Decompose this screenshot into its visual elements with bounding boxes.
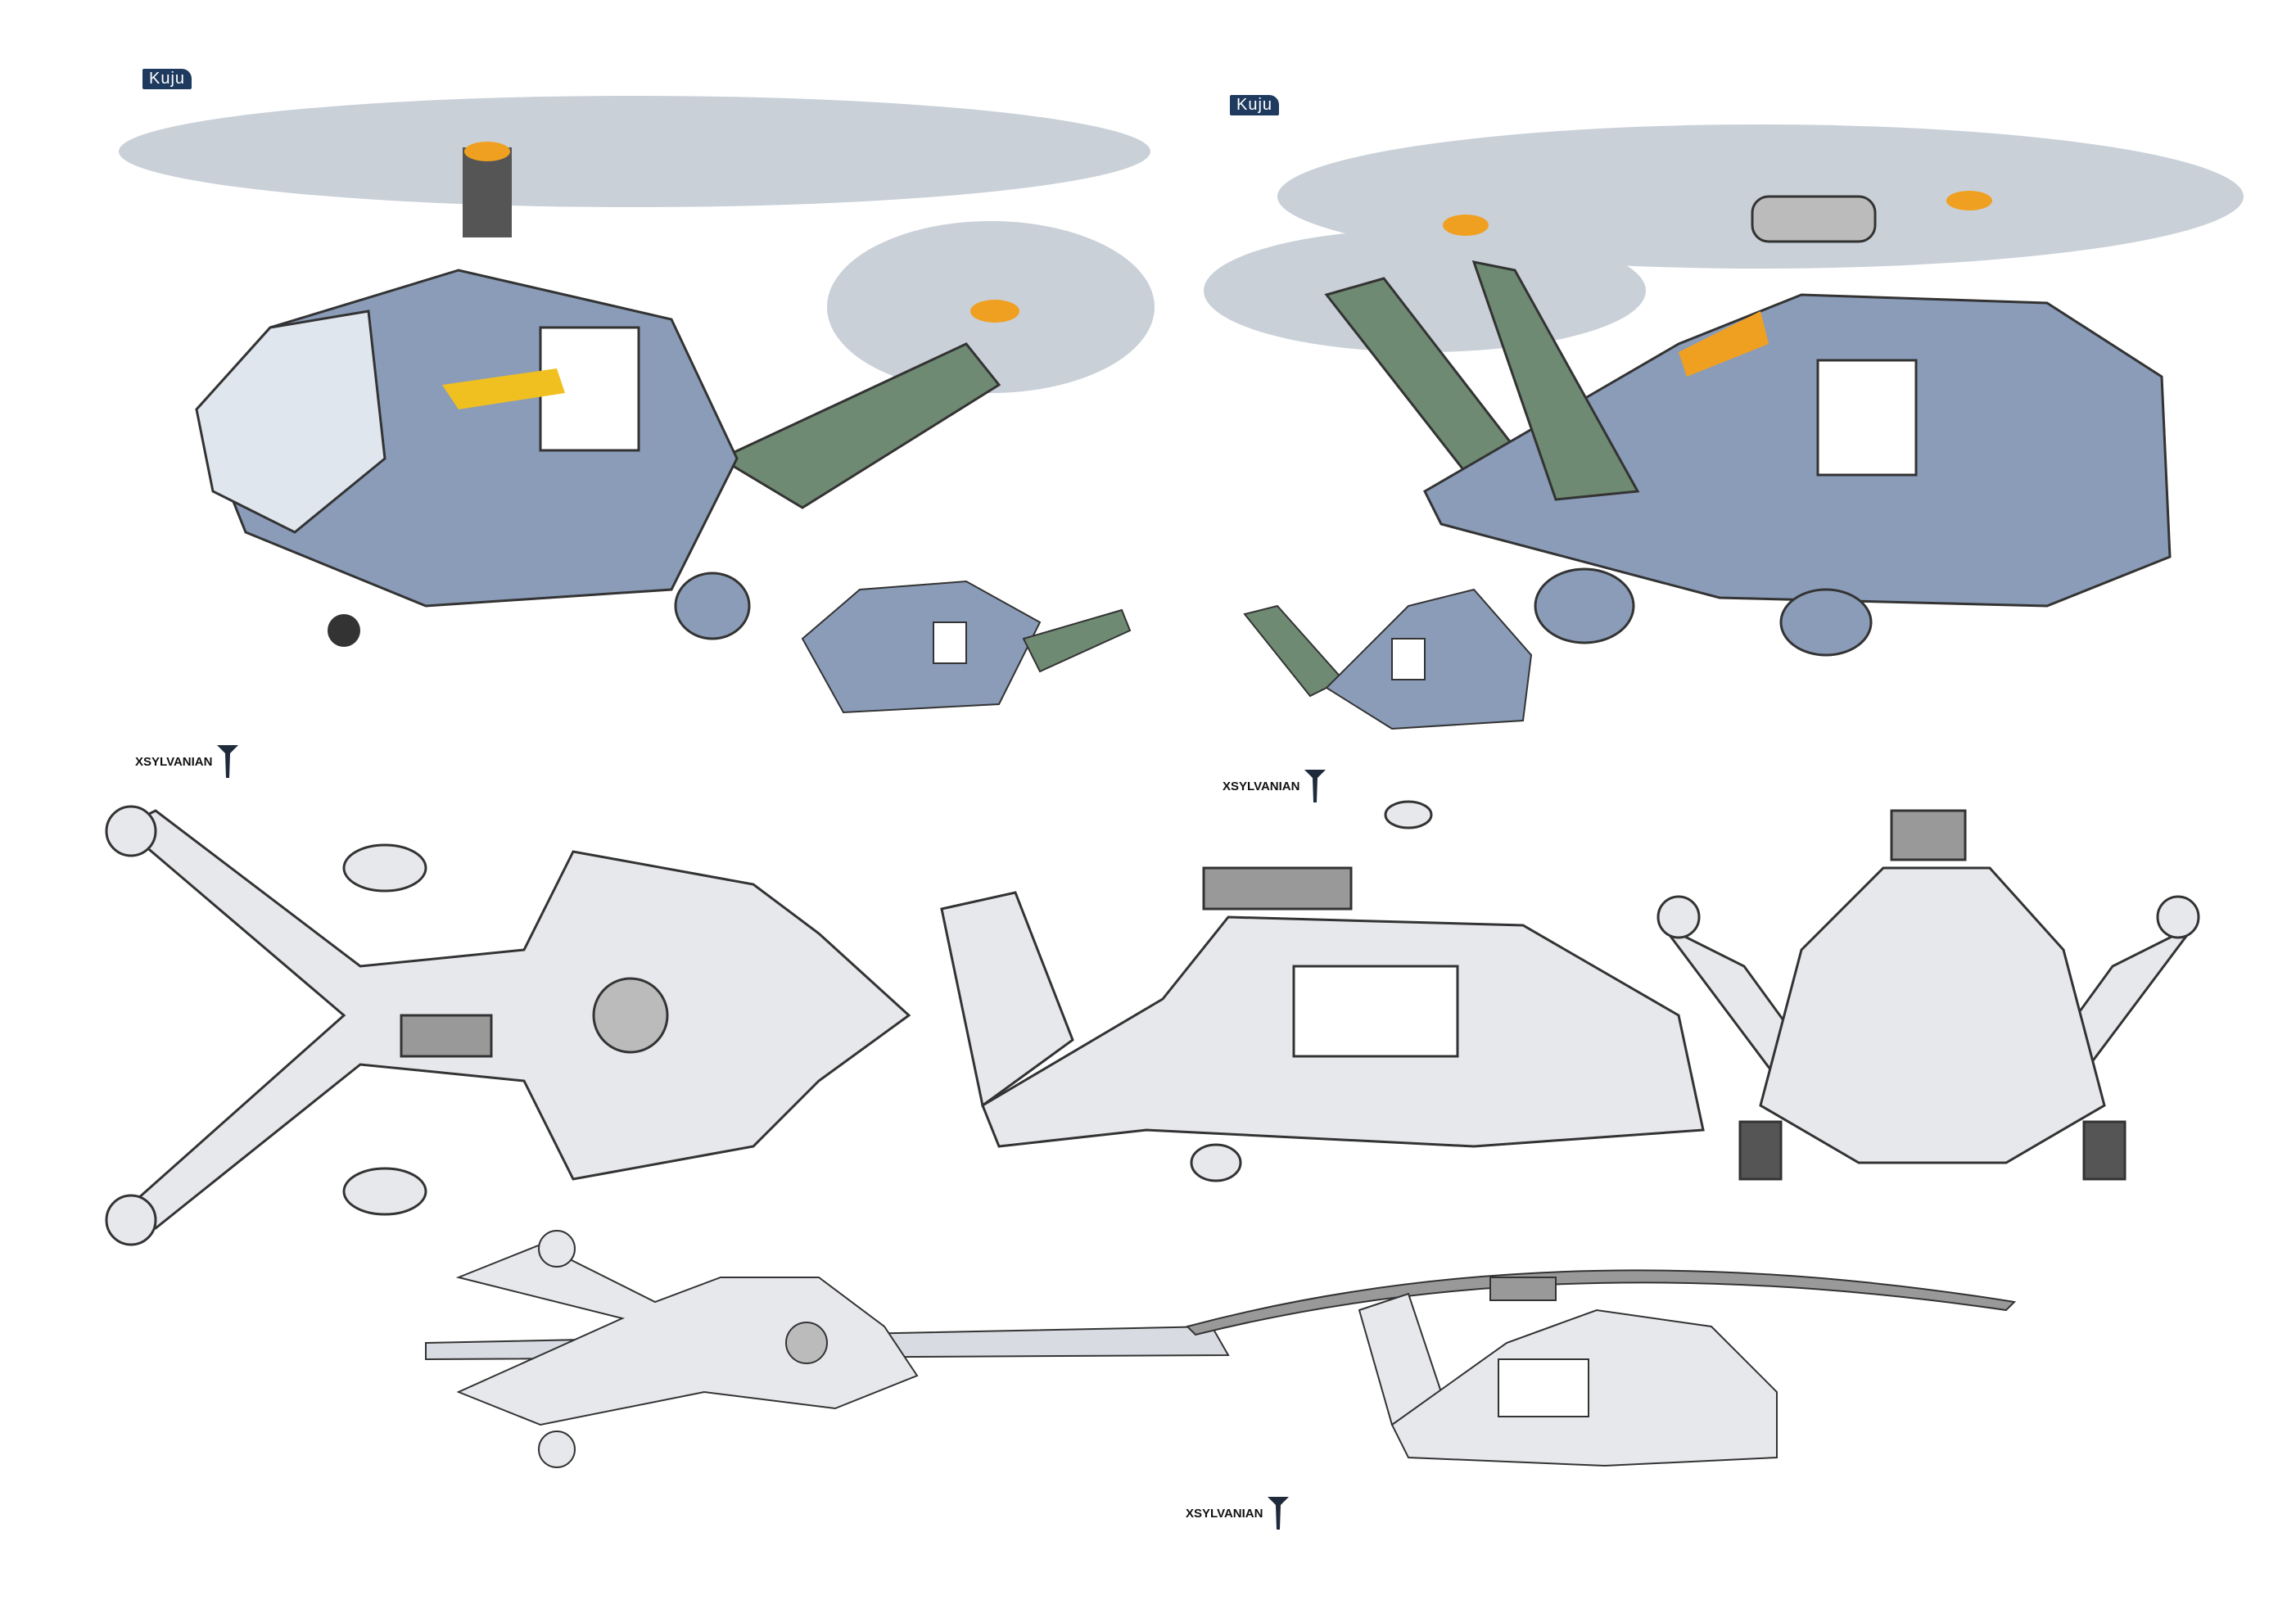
xsylvanian-emblem-icon (1304, 770, 1327, 802)
xsylvanian-emblem-icon (1268, 1497, 1290, 1530)
brand-text: XSYLVANIAN (1223, 779, 1300, 793)
sketch-side-view (940, 800, 1705, 1182)
helicopter-render-right (1204, 124, 2244, 657)
brand-text: XSYLVANIAN (1186, 1506, 1263, 1521)
kuju-logo-text: Kuju (1236, 96, 1273, 114)
helicopter-render-left (119, 96, 1155, 647)
xsylvanian-brand: XSYLVANIAN (1186, 1497, 1290, 1530)
xsylvanian-brand: XSYLVANIAN (135, 745, 239, 778)
sketch-top-view-rotor (425, 1230, 1230, 1468)
kuju-logo: Kuju (142, 69, 192, 89)
brand-text: XSYLVANIAN (135, 754, 213, 769)
sketch-top-view (105, 805, 911, 1246)
helicopter-render-left-small (801, 580, 1132, 714)
xsylvanian-emblem-icon (217, 745, 239, 778)
kuju-logo: Kuju (1230, 95, 1280, 115)
kuju-logo-text: Kuju (149, 70, 186, 88)
helicopter-render-right-small (1243, 588, 1533, 730)
sketch-front-view (1656, 809, 2200, 1181)
sketch-side-view-rotor (1186, 1269, 2017, 1467)
xsylvanian-brand: XSYLVANIAN (1223, 770, 1327, 802)
